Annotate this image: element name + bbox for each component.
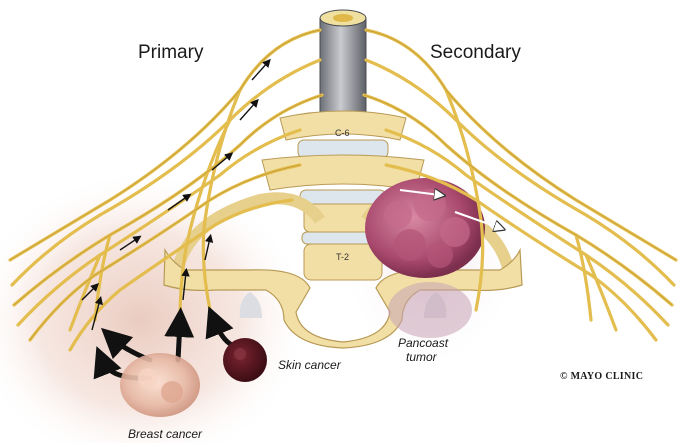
secondary-label: Secondary <box>430 42 521 63</box>
spinal-cord <box>319 9 367 129</box>
c6-vertebra-label: C-6 <box>335 128 350 138</box>
pancoast-tumor <box>365 178 485 338</box>
breast-cancer-tumor <box>120 353 200 417</box>
copyright-credit: © MAYO CLINIC <box>560 371 644 382</box>
skin-cancer-tumor <box>223 338 267 382</box>
pancoast-label-line2: tumor <box>406 350 437 364</box>
left-nerve-outlines <box>9 29 323 341</box>
pancoast-label-line1: Pancoast <box>398 336 449 350</box>
breast-cancer-label: Breast cancer <box>128 427 203 441</box>
spread-arrows-left <box>81 58 271 331</box>
tumor-invasion-arrows <box>399 190 500 228</box>
right-nerve-outlines <box>363 29 677 306</box>
primary-region-glow <box>0 170 310 448</box>
t2-vertebra-label: T-2 <box>336 252 350 262</box>
primary-label: Primary <box>138 42 204 63</box>
skin-cancer-label: Skin cancer <box>278 358 341 372</box>
